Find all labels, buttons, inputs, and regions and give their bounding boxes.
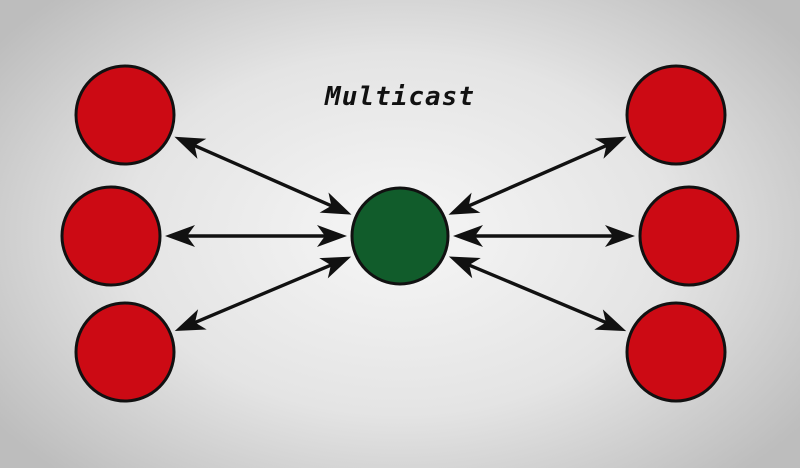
arrowhead-to-node: [605, 225, 635, 247]
arrowhead-to-node: [594, 309, 627, 332]
arrowhead-to-node: [174, 136, 207, 159]
hub-node: [350, 186, 450, 286]
node-bottom-right: [625, 301, 727, 403]
node-top-left: [74, 64, 176, 166]
link-line: [180, 258, 346, 330]
node-bottom-left: [74, 301, 176, 403]
arrowhead-to-hub: [453, 225, 483, 247]
link-node-top-left: [174, 136, 352, 215]
node-top-right: [625, 64, 727, 166]
links-layer: [165, 136, 635, 332]
link-line: [454, 257, 621, 330]
node-middle-right: [638, 185, 740, 287]
link-line: [180, 138, 346, 214]
arrowhead-to-node: [165, 225, 195, 247]
arrowhead-to-hub: [448, 192, 481, 215]
arrowhead-to-hub: [317, 225, 347, 247]
link-line: [454, 138, 621, 214]
link-node-middle-left: [165, 225, 347, 247]
link-node-bottom-left: [174, 256, 352, 332]
link-node-middle-right: [453, 225, 635, 247]
link-node-bottom-right: [448, 256, 627, 332]
arrowhead-to-hub: [319, 192, 352, 215]
diagram-title: Multicast: [325, 82, 475, 112]
link-node-top-right: [448, 136, 627, 215]
nodes-layer: [60, 64, 740, 403]
arrowhead-to-node: [594, 136, 627, 159]
node-middle-left: [60, 185, 162, 287]
arrowhead-to-hub: [448, 256, 481, 279]
arrowhead-to-node: [174, 309, 207, 332]
arrowhead-to-hub: [319, 256, 352, 279]
